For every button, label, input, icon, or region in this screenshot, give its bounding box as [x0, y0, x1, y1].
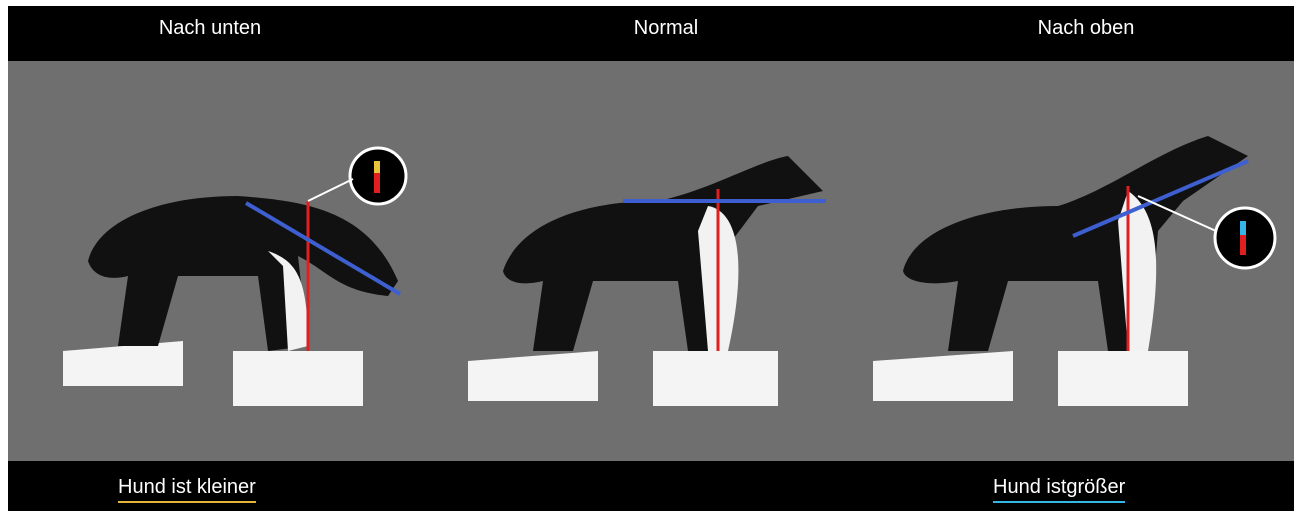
caption-groesser: Hund ist größer	[993, 476, 1126, 503]
dog-body	[503, 156, 823, 351]
dog-body	[88, 196, 398, 351]
step-right	[653, 351, 778, 406]
title-nach-oben: Nach oben	[1037, 17, 1135, 39]
dog-illustration	[63, 136, 1277, 406]
step-right	[1058, 351, 1188, 406]
marker-cyan	[1240, 221, 1246, 235]
posture-line	[244, 201, 402, 296]
step-left	[468, 351, 598, 401]
caption-kleiner: Hund ist kleiner	[118, 476, 256, 503]
zoom-pointer	[1137, 195, 1217, 232]
title-normal: Normal	[633, 17, 699, 39]
caption-part-2: größer	[1066, 476, 1126, 503]
marker-red	[374, 173, 380, 193]
title-nach-unten: Nach unten	[158, 17, 262, 39]
posture-line	[1072, 159, 1249, 238]
step-left	[63, 341, 183, 386]
panel-nach-oben	[873, 136, 1277, 406]
panel-nach-unten	[63, 146, 408, 406]
caption-part-1: Hund ist	[993, 476, 1067, 503]
step-left	[873, 351, 1013, 401]
zoom-pointer	[307, 178, 354, 202]
panel-normal	[468, 156, 826, 406]
dog-chest	[268, 251, 308, 351]
header-bar	[8, 6, 1294, 61]
dog-body	[903, 136, 1248, 351]
step-right	[233, 351, 363, 406]
marker-yellow	[374, 161, 380, 173]
caption-text: Hund ist kleiner	[118, 476, 256, 503]
image-stage: Nach unten Normal Nach oben	[8, 6, 1294, 511]
marker-red	[1240, 235, 1246, 255]
